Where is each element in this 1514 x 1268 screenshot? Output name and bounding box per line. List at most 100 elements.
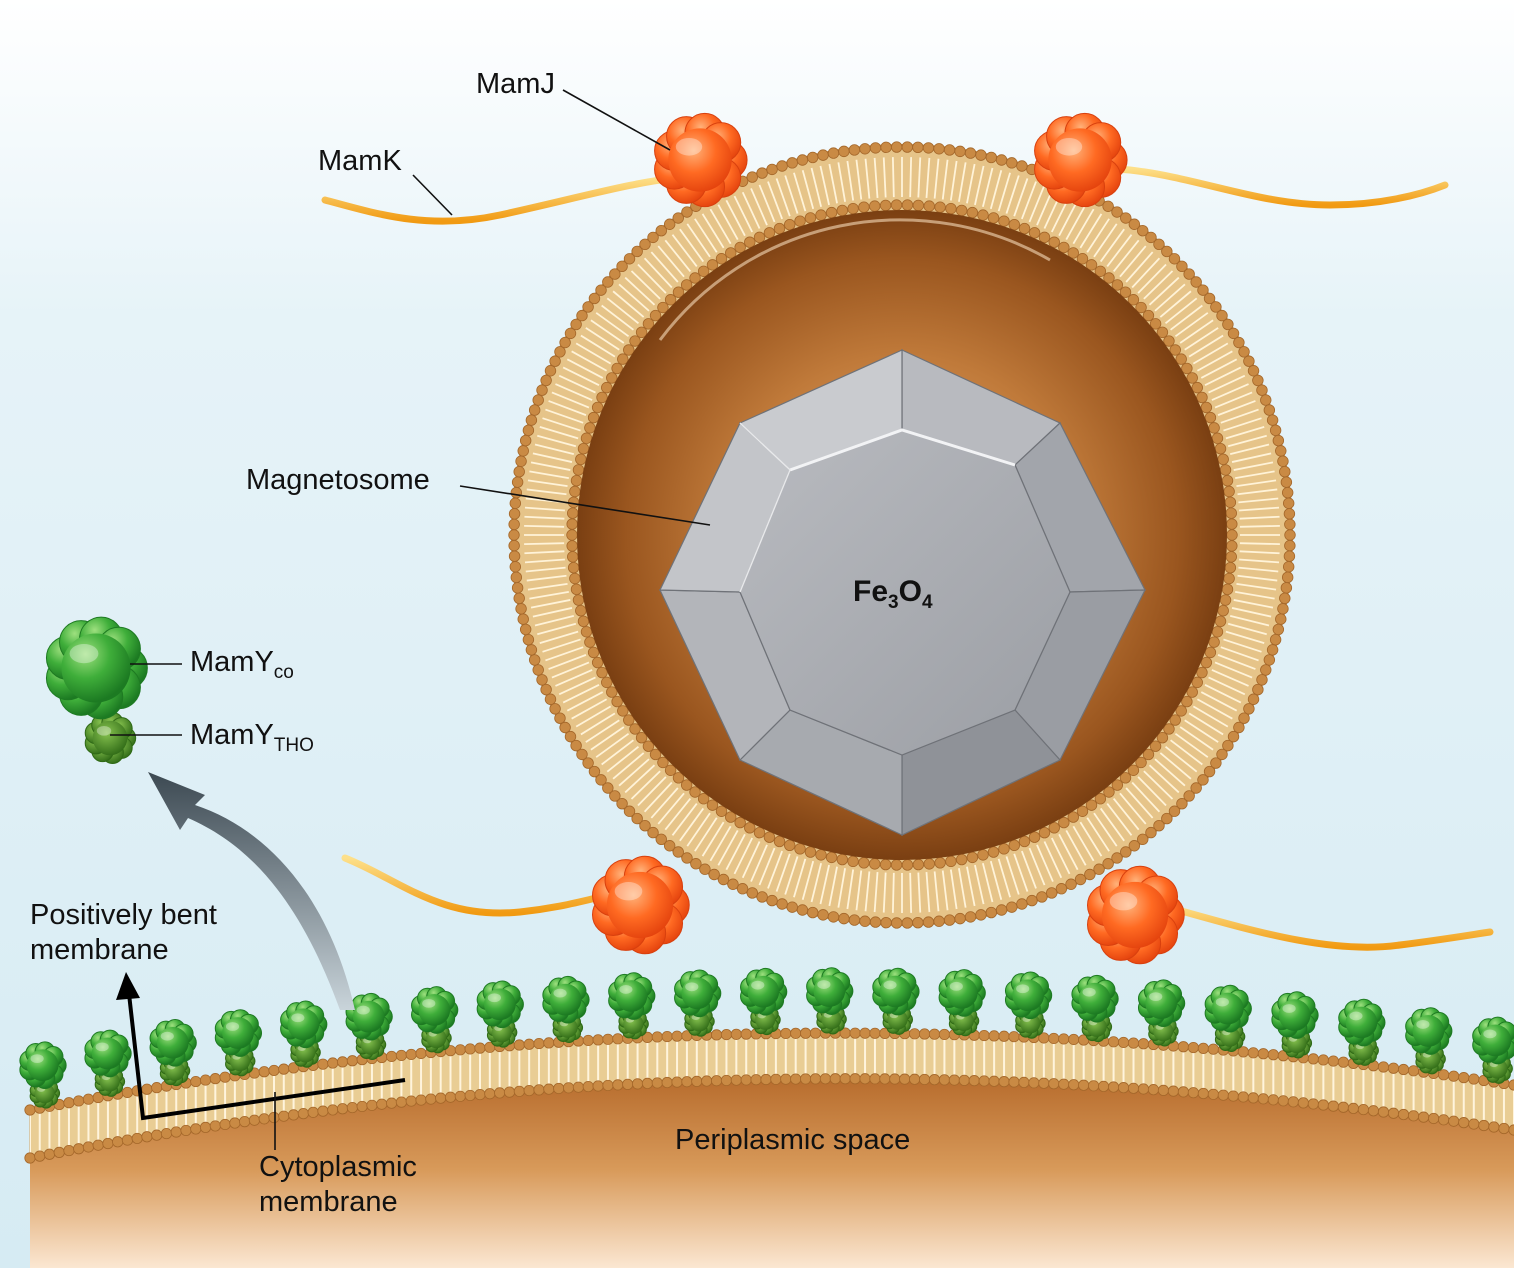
lipid-tail xyxy=(1043,841,1063,879)
lipid-head xyxy=(63,1097,75,1109)
lipid-head xyxy=(1181,695,1193,708)
lipid-tail xyxy=(671,803,698,836)
protein-core xyxy=(953,1010,974,1032)
lumen-highlight xyxy=(658,218,1051,341)
lipid-head xyxy=(1267,1049,1279,1061)
protein-core xyxy=(61,633,131,703)
lipid-head xyxy=(43,1148,56,1160)
lipid-head xyxy=(858,201,870,213)
lipid-tail xyxy=(601,739,634,766)
lipid-head xyxy=(1279,465,1291,478)
lipid-tail xyxy=(1231,607,1272,618)
protein-shine xyxy=(751,980,765,990)
lipid-head xyxy=(909,1073,921,1085)
lipid-head xyxy=(825,851,838,864)
lipid-head xyxy=(922,916,935,928)
lipid-head xyxy=(1137,1083,1150,1095)
magnetosome-label: Magnetosome xyxy=(246,464,430,496)
lipid-head xyxy=(1175,705,1187,717)
lipid-head xyxy=(977,209,989,221)
lipid-tail xyxy=(828,163,838,204)
protein-core xyxy=(755,1009,776,1030)
mamy-co-domain xyxy=(19,1041,67,1090)
lipid-head xyxy=(1267,1094,1279,1106)
protein-shine xyxy=(225,1022,240,1031)
lipid-head xyxy=(464,1089,476,1102)
lipid-head xyxy=(1200,656,1213,669)
lipid-head xyxy=(922,142,935,154)
lipid-tail xyxy=(1188,712,1224,736)
lipid-head xyxy=(763,831,776,843)
lipid-head xyxy=(790,1073,802,1085)
membrane-lipid-heads-bottom xyxy=(24,1073,1514,1164)
lipid-head xyxy=(405,1048,417,1061)
lipid-head xyxy=(1260,664,1272,676)
mamj-protein xyxy=(1034,112,1128,208)
lipid-tail xyxy=(566,358,604,379)
lipid-head xyxy=(1142,309,1155,322)
lipid-tail xyxy=(548,400,587,416)
periplasmic-space-label: Periplasmic space xyxy=(675,1124,911,1156)
lipid-head xyxy=(1197,1042,1209,1054)
lipid-head xyxy=(519,434,532,447)
lipid-head xyxy=(612,1079,624,1091)
lipid-head xyxy=(569,485,581,498)
lipid-head xyxy=(1317,1099,1329,1111)
lipid-head xyxy=(415,1094,427,1106)
lipid-tail xyxy=(694,218,718,253)
lipid-head xyxy=(631,1078,644,1090)
lipid-head xyxy=(1377,1106,1390,1118)
lipid-head xyxy=(1197,774,1209,786)
magnetosome-lipid-heads-outer xyxy=(508,141,1296,929)
lipid-head xyxy=(995,904,1008,916)
protein-shine xyxy=(1416,1020,1430,1029)
lipid-head xyxy=(1127,1082,1140,1094)
protein-core xyxy=(1212,992,1244,1025)
lipid-head xyxy=(776,160,788,172)
protein-core xyxy=(418,994,451,1026)
lipid-head xyxy=(948,1074,960,1086)
lipid-tail xyxy=(1072,208,1095,245)
lipid-head xyxy=(569,572,581,585)
protein-core xyxy=(1345,1006,1378,1039)
lipid-tail xyxy=(539,426,579,440)
mamy-co-domain xyxy=(806,967,854,1015)
lipid-head xyxy=(912,916,924,929)
lipid-head xyxy=(734,241,746,254)
lipid-head xyxy=(1058,241,1070,254)
lipid-head xyxy=(553,1082,565,1095)
lipid-head xyxy=(566,529,578,541)
lipid-head xyxy=(572,594,585,606)
lipid-head xyxy=(681,1076,693,1088)
lipid-head xyxy=(366,1099,378,1111)
lipid-head xyxy=(595,284,607,296)
lipid-tail xyxy=(1099,228,1125,263)
lipid-tail xyxy=(1220,646,1259,662)
lipid-head xyxy=(1263,654,1276,666)
lipid-head xyxy=(549,703,561,715)
protein-core xyxy=(1086,1016,1107,1037)
lipid-head xyxy=(934,201,946,213)
lipid-head xyxy=(647,231,659,244)
protein-shine xyxy=(1082,987,1096,997)
lipid-head xyxy=(720,1028,733,1041)
lipid-head xyxy=(1208,422,1220,434)
lipid-tail xyxy=(1086,817,1110,852)
lipid-head xyxy=(1508,1079,1514,1091)
lipid-tail xyxy=(637,776,667,807)
lipid-head xyxy=(1219,594,1232,606)
lipid-head xyxy=(740,1028,752,1040)
lipid-tail xyxy=(1159,290,1192,318)
lipid-tail xyxy=(1200,358,1238,379)
lipid-head xyxy=(53,1146,65,1158)
lipid-head xyxy=(1186,372,1198,384)
lipid-tail xyxy=(545,408,584,424)
mamk-leader xyxy=(412,174,453,216)
lipid-head xyxy=(710,1029,723,1041)
lipid-head xyxy=(190,1075,202,1088)
lipid-head xyxy=(928,1028,941,1040)
lipid-head xyxy=(629,335,641,347)
lipid-tail xyxy=(650,251,679,283)
lipid-head xyxy=(1046,887,1058,899)
